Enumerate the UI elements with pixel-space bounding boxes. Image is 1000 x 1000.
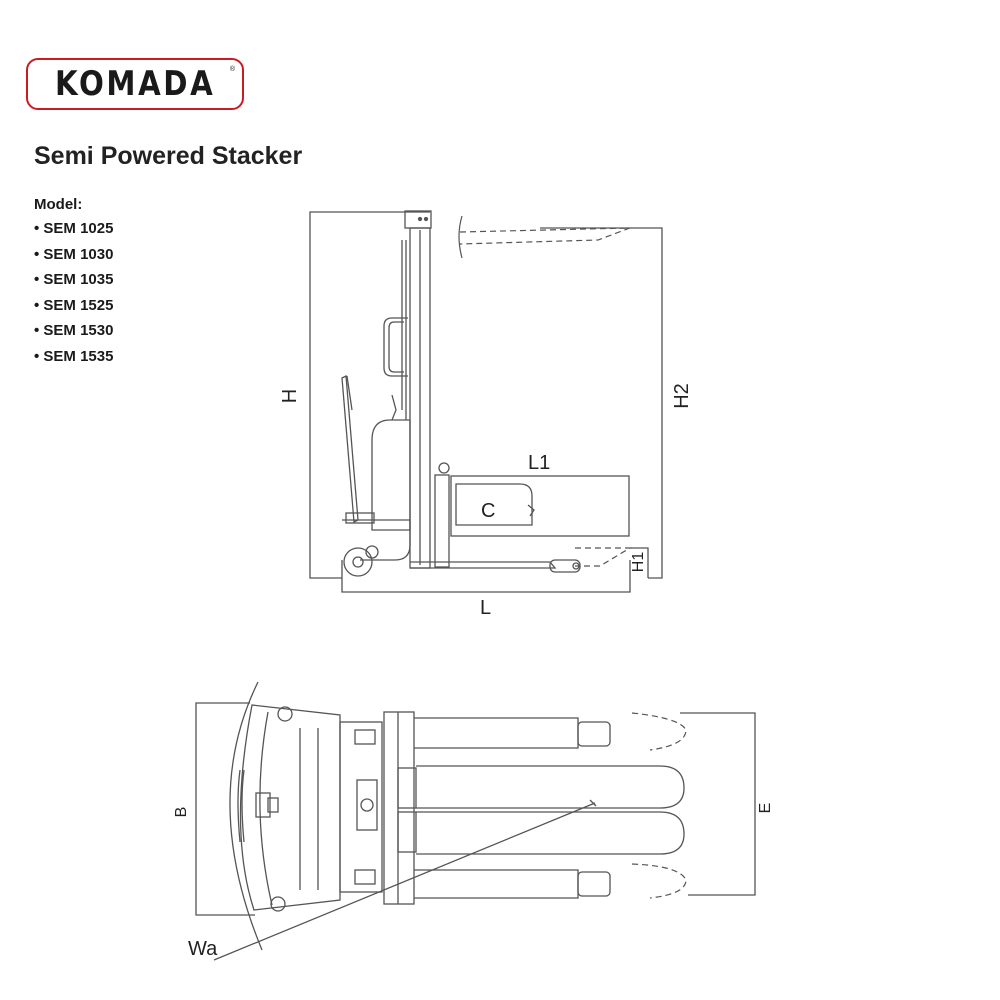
label-l1: L1 xyxy=(528,452,550,474)
model-list: • SEM 1025 • SEM 1030 • SEM 1035 • SEM 1… xyxy=(34,220,113,373)
dim-h-line xyxy=(309,211,430,579)
mast-top-box xyxy=(404,210,432,229)
brand-logo: KOMADA ® xyxy=(26,58,244,110)
dim-l-line xyxy=(341,560,631,593)
page-title: Semi Powered Stacker xyxy=(34,142,303,170)
model-item: • SEM 1525 xyxy=(34,296,114,314)
dim-h2-line xyxy=(540,227,663,579)
model-item: • SEM 1535 xyxy=(34,347,114,365)
dim-h1-line xyxy=(630,547,649,578)
model-item: • SEM 1035 xyxy=(34,271,114,288)
model-label: Model: xyxy=(34,196,83,213)
drive-body xyxy=(371,419,411,531)
raised-fork-dashed xyxy=(459,227,631,245)
drive-wheel xyxy=(343,547,373,577)
label-c: C xyxy=(481,500,495,522)
brand-name: KOMADA xyxy=(54,64,216,104)
model-item: • SEM 1530 xyxy=(34,322,114,339)
label-h1: H1 xyxy=(630,552,647,573)
label-h: H xyxy=(279,389,301,403)
mast-handle xyxy=(383,317,408,377)
carriage xyxy=(434,474,450,568)
lowered-fork-dashed xyxy=(575,547,633,567)
fork xyxy=(410,561,557,569)
registered-mark: ® xyxy=(229,66,235,73)
model-item: • SEM 1025 xyxy=(34,220,114,237)
model-item: • SEM 1030 xyxy=(34,245,114,263)
label-l: L xyxy=(480,597,491,619)
label-h2: H2 xyxy=(671,383,693,409)
load-box-c xyxy=(450,475,630,537)
chassis-base xyxy=(342,519,411,561)
